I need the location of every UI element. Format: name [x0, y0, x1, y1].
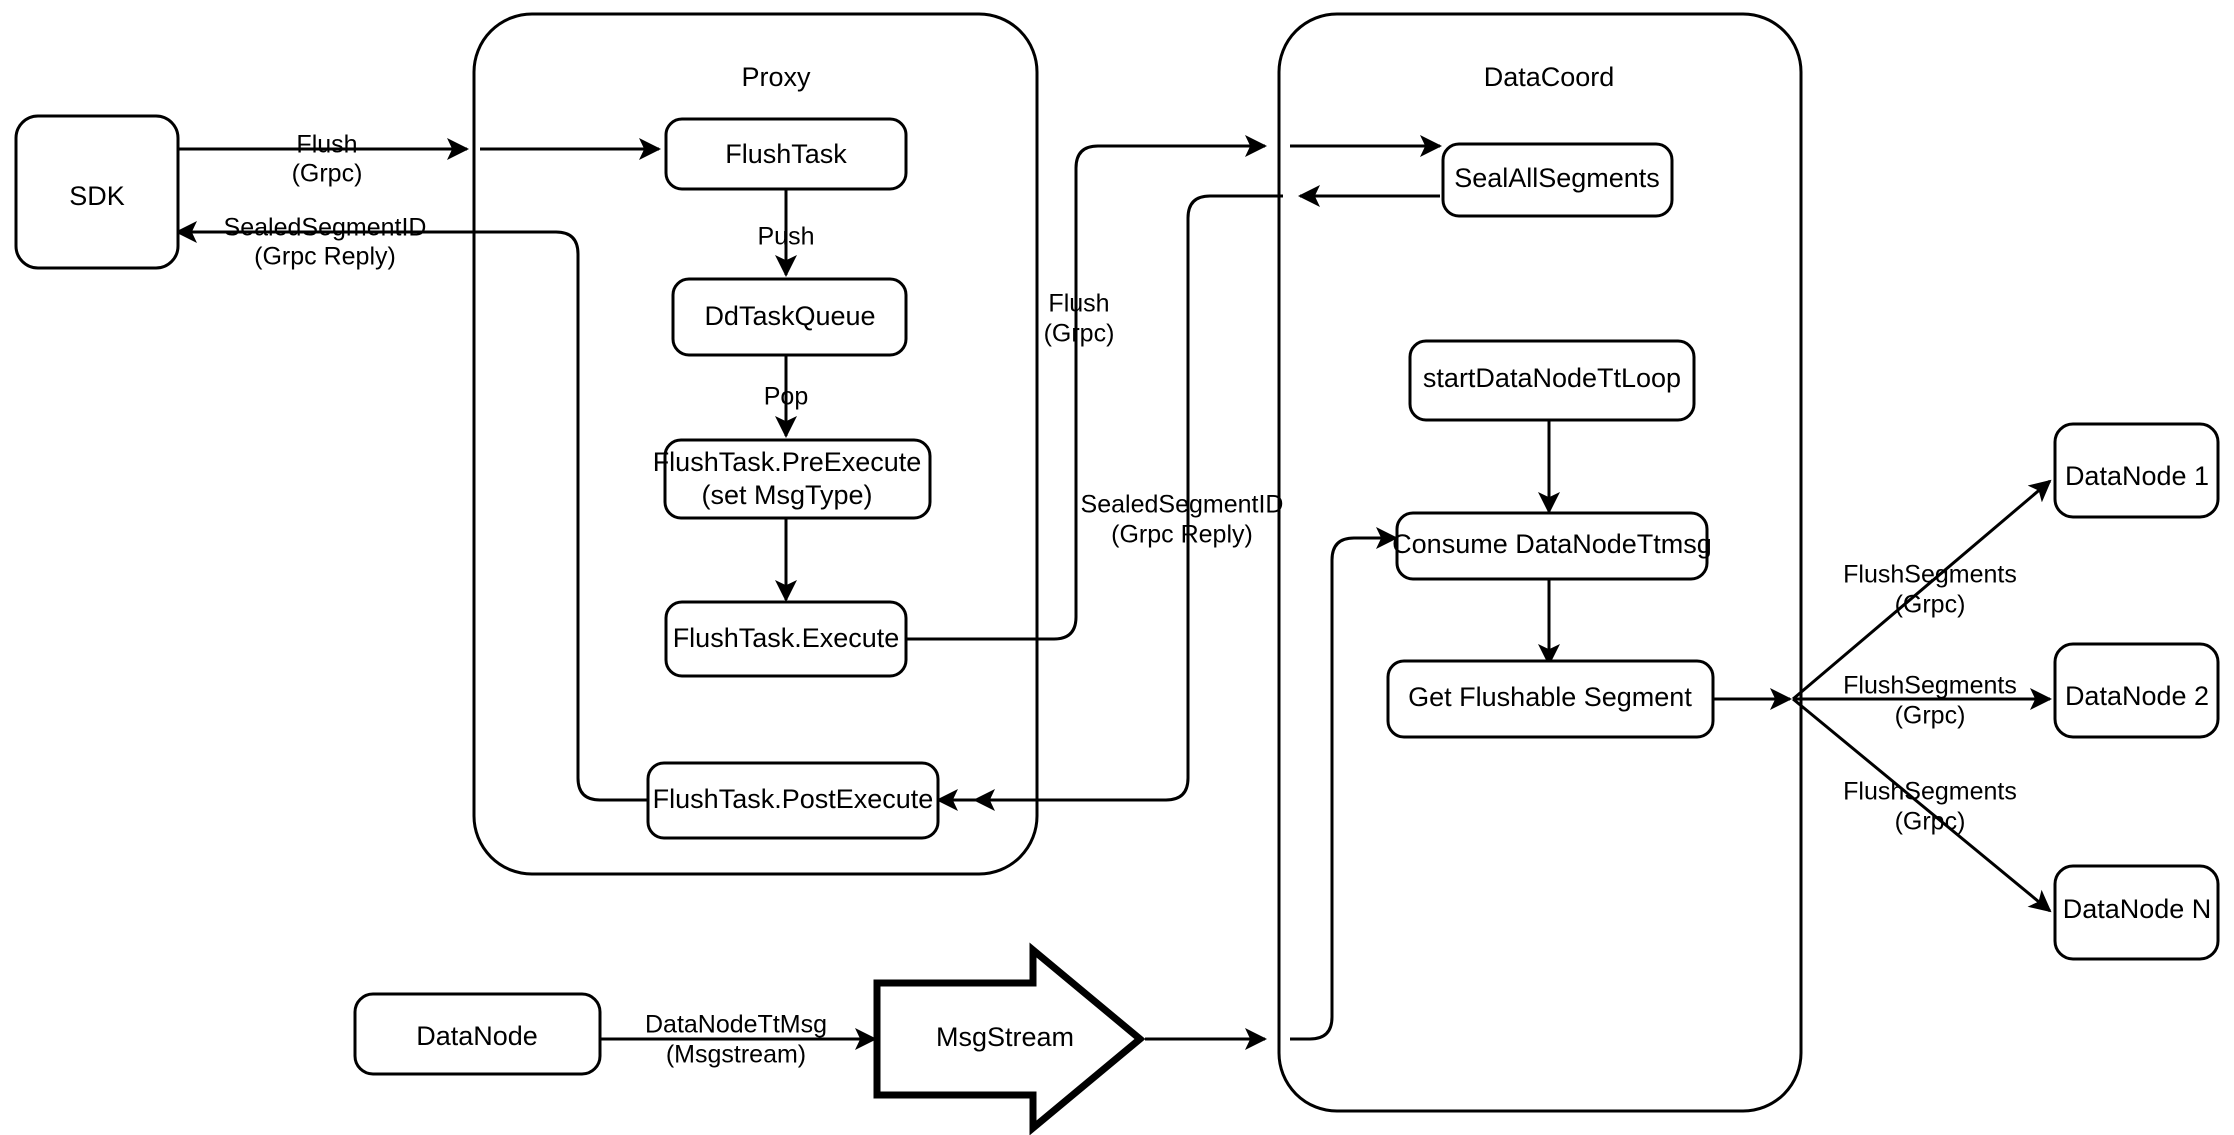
node-flush-task[interactable]: FlushTask [664, 117, 908, 191]
edge-label-sealedsegmentid-mid-line2: (Grpc Reply) [1111, 521, 1253, 549]
edge-label-flushsegments-n-line1: FlushSegments [1843, 778, 2017, 806]
flush-task-execute-box[interactable] [664, 600, 908, 678]
flush-task-execute-label: FlushTask.Execute [673, 623, 900, 653]
dd-task-queue-box[interactable] [671, 277, 908, 357]
edge-label-sdk-to-proxy: Flush (Grpc) [292, 131, 363, 188]
datacoord-container-border [1277, 12, 1803, 1113]
flush-task-label: FlushTask [725, 139, 847, 169]
node-datanode-2[interactable]: DataNode 2 [2053, 642, 2220, 739]
proxy-container-label: Proxy [741, 62, 811, 92]
edge-label-datanodettmsg-line2: (Msgstream) [666, 1041, 806, 1069]
edge-label-proxy-to-datacoord: Flush (Grpc) [1044, 290, 1115, 348]
container-proxy: Proxy [472, 12, 1039, 876]
edge-label-datacoord-to-proxy: SealedSegmentID (Grpc Reply) [1081, 491, 1284, 549]
get-flushable-segment-label: Get Flushable Segment [1408, 682, 1692, 712]
datanode-bottom-box[interactable] [353, 992, 602, 1076]
edge-label-proxy-to-sdk: SealedSegmentID (Grpc Reply) [224, 214, 427, 271]
edge-label-flushsegments-2-line1: FlushSegments [1843, 672, 2017, 700]
edge-label-flush-grpc-mid-line1: Flush [1048, 290, 1109, 318]
datanode-bottom-label: DataNode [416, 1021, 538, 1051]
edge-label-flush-segments-2: FlushSegments (Grpc) [1843, 672, 2017, 730]
get-flushable-segment-box[interactable] [1386, 659, 1715, 739]
flush-task-box[interactable] [664, 117, 908, 191]
edge-label-push: Push [758, 223, 815, 251]
node-datanode-n[interactable]: DataNode N [2053, 864, 2220, 961]
datanode-1-label: DataNode 1 [2065, 461, 2209, 491]
edge-label-flush-grpc-line2: (Grpc) [292, 160, 363, 188]
edge-label-flushsegments-1-line2: (Grpc) [1895, 591, 1966, 619]
consume-datanode-ttmsg-box[interactable] [1395, 511, 1709, 581]
flush-task-preexecute-label-line2: (set MsgType) [701, 480, 872, 510]
msgstream-label: MsgStream [936, 1022, 1074, 1052]
start-datanode-tt-loop-label: startDataNodeTtLoop [1423, 363, 1681, 393]
datanode-2-box[interactable] [2053, 642, 2220, 739]
edge-postexecute-to-sdk-rail [490, 230, 651, 802]
edge-execute-to-datacoord [906, 135, 1267, 641]
datanode-2-label: DataNode 2 [2065, 681, 2209, 711]
edge-datacoord-reply-to-proxy [973, 194, 1283, 811]
sdk-label: SDK [69, 181, 125, 211]
flush-task-postexecute-label: FlushTask.PostExecute [653, 784, 934, 814]
consume-datanode-ttmsg-label: Consume DataNodeTtmsg [1392, 529, 1712, 559]
node-start-datanode-tt-loop[interactable]: startDataNodeTtLoop [1408, 339, 1696, 422]
node-datanode-1[interactable]: DataNode 1 [2053, 422, 2220, 519]
node-flush-task-execute[interactable]: FlushTask.Execute [664, 600, 908, 678]
node-datanode-bottom[interactable]: DataNode [353, 992, 602, 1076]
proxy-container-border [472, 12, 1039, 876]
edge-label-flushsegments-1-line1: FlushSegments [1843, 561, 2017, 589]
flush-task-preexecute-box[interactable] [663, 438, 932, 520]
datanode-n-label: DataNode N [2063, 894, 2212, 924]
edge-label-sealedsegmentid-line1: SealedSegmentID [224, 214, 427, 242]
dd-task-queue-label: DdTaskQueue [704, 301, 875, 331]
start-datanode-tt-loop-box[interactable] [1408, 339, 1696, 422]
node-flush-task-preexecute[interactable]: FlushTask.PreExecute (set MsgType) [653, 438, 932, 520]
flush-task-postexecute-box[interactable] [646, 761, 940, 840]
datanode-1-box[interactable] [2053, 422, 2220, 519]
edge-junction-to-datanode-n [1792, 697, 2052, 913]
msgstream-arrow-shape[interactable] [873, 942, 1146, 1135]
edge-label-flush-segments-1: FlushSegments (Grpc) [1843, 561, 2017, 619]
seal-all-segments-box[interactable] [1441, 142, 1674, 218]
datanode-n-box[interactable] [2053, 864, 2220, 961]
sdk-box[interactable] [14, 114, 180, 270]
edge-label-pop: Pop [764, 383, 808, 411]
container-datacoord: DataCoord [1277, 12, 1803, 1113]
edge-label-flush-grpc-line1: Flush [296, 131, 357, 159]
node-msgstream[interactable]: MsgStream [873, 942, 1146, 1135]
edge-label-flush-segments-n: FlushSegments (Grpc) [1843, 778, 2017, 836]
edge-label-sealedsegmentid-line2: (Grpc Reply) [254, 243, 396, 271]
node-flush-task-postexecute[interactable]: FlushTask.PostExecute [646, 761, 940, 840]
edge-label-datanode-ttmsg: DataNodeTtMsg (Msgstream) [645, 1011, 827, 1069]
node-get-flushable-segment[interactable]: Get Flushable Segment [1386, 659, 1715, 739]
edge-label-datanodettmsg-line1: DataNodeTtMsg [645, 1011, 827, 1039]
edge-junction-to-datanode-1 [1792, 479, 2052, 701]
edge-label-flush-grpc-mid-line2: (Grpc) [1044, 320, 1115, 348]
seal-all-segments-label: SealAllSegments [1454, 163, 1660, 193]
edge-datacoord-to-consume [1290, 527, 1398, 1041]
node-sdk[interactable]: SDK [14, 114, 180, 270]
datacoord-container-label: DataCoord [1484, 62, 1615, 92]
edge-label-flushsegments-n-line2: (Grpc) [1895, 808, 1966, 836]
node-dd-task-queue[interactable]: DdTaskQueue [671, 277, 908, 357]
node-seal-all-segments[interactable]: SealAllSegments [1441, 142, 1674, 218]
node-consume-datanode-ttmsg[interactable]: Consume DataNodeTtmsg [1392, 511, 1712, 581]
flush-task-preexecute-label-line1: FlushTask.PreExecute [653, 447, 922, 477]
edge-label-flushsegments-2-line2: (Grpc) [1895, 702, 1966, 730]
edge-label-sealedsegmentid-mid-line1: SealedSegmentID [1081, 491, 1284, 519]
